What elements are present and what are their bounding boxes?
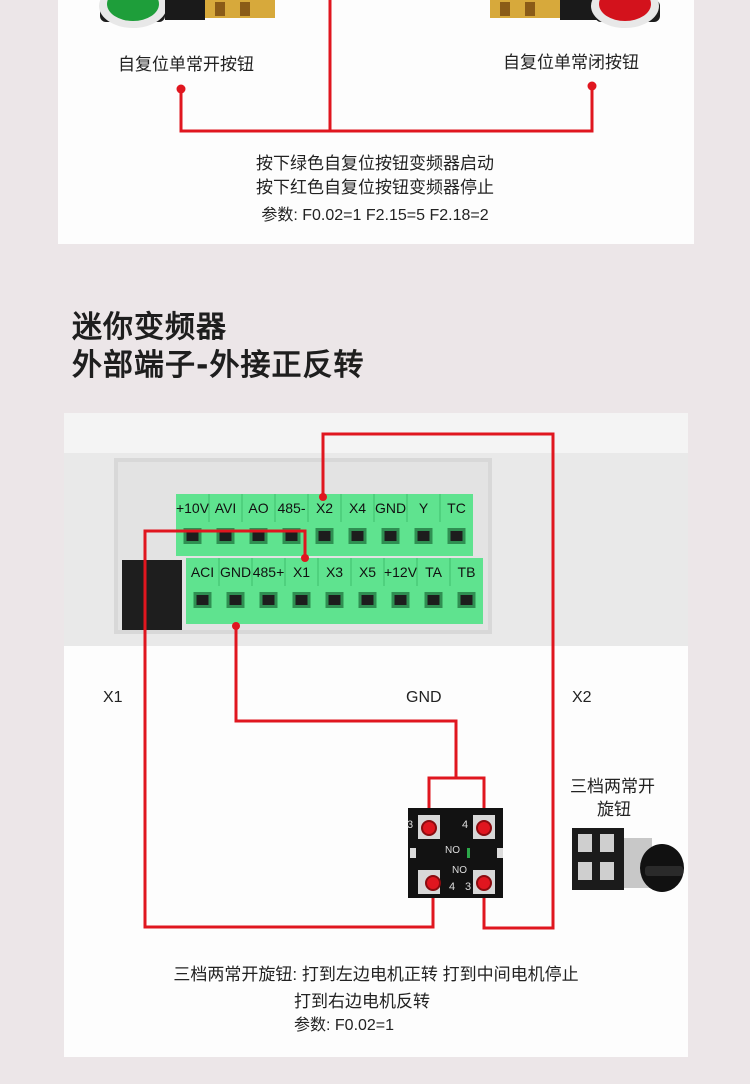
x1-wire-label: X1 xyxy=(103,689,123,706)
x2-wire-label: X2 xyxy=(572,689,592,706)
section-title-line-1: 迷你变频器 xyxy=(72,310,227,345)
switch-label-line-1: 三档两常开 xyxy=(570,777,655,796)
bottom-desc-line-3: 参数: F0.02=1 xyxy=(294,1017,395,1034)
right-button-label: 自复位单常闭按钮 xyxy=(503,53,639,72)
bottom-panel xyxy=(64,413,688,1057)
left-button-label: 自复位单常开按钮 xyxy=(118,55,254,74)
bottom-desc-line-1: 三档两常开旋钮: 打到左边电机正转 打到中间电机停止 xyxy=(173,965,579,984)
top-desc-line-2: 按下红色自复位按钮变频器停止 xyxy=(256,178,494,197)
bottom-desc-line-2: 打到右边电机反转 xyxy=(294,992,430,1011)
top-desc-line-3: 参数: F0.02=1 F2.15=5 F2.18=2 xyxy=(261,207,489,224)
gnd-wire-label: GND xyxy=(406,689,442,706)
switch-label-line-2: 旋钮 xyxy=(597,800,631,819)
section-title-line-2: 外部端子-外接正反转 xyxy=(72,348,365,383)
top-desc-line-1: 按下绿色自复位按钮变频器启动 xyxy=(256,154,494,173)
